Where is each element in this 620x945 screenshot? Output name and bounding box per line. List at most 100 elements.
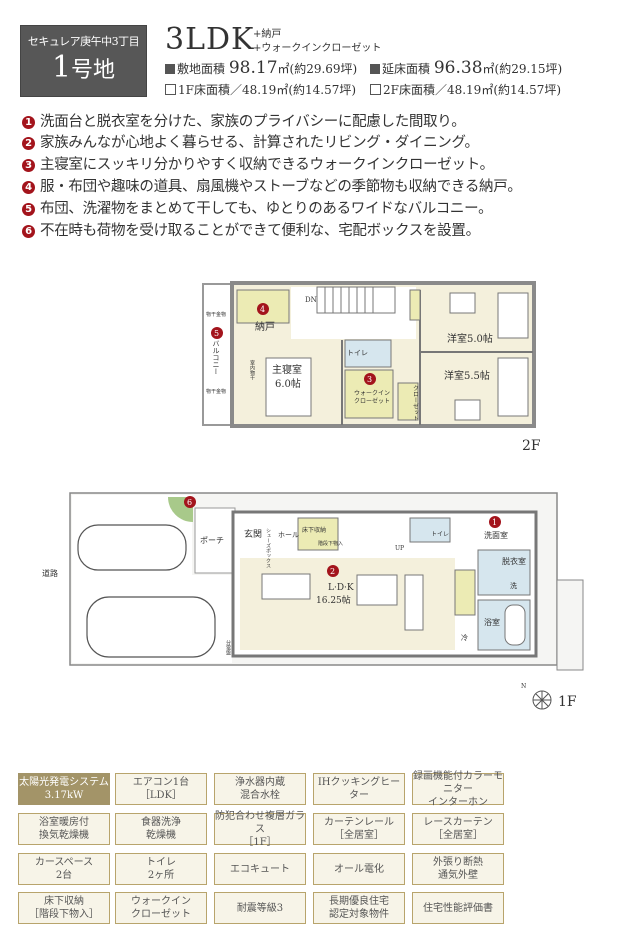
lot-number: 1号地 — [21, 49, 146, 90]
equipment-label: 住宅性能評価書 — [423, 902, 493, 914]
desk-2 — [454, 399, 481, 421]
svg-text:3: 3 — [367, 375, 372, 384]
svg-text:DN: DN — [305, 296, 317, 304]
equipment-label: 床下収納 — [44, 896, 84, 907]
equipment-label: トイレ — [146, 857, 176, 868]
equipment-label: 2台 — [55, 870, 73, 881]
sofa — [261, 573, 311, 600]
marker-3: 3 — [364, 373, 376, 385]
svg-text:4: 4 — [260, 305, 265, 314]
equipment-label: 録画機能付カラーモニター — [413, 770, 503, 795]
porch — [194, 507, 236, 574]
toilet-1f — [409, 517, 451, 543]
feature-number: 2 — [22, 137, 35, 150]
svg-text:トイレ: トイレ — [347, 349, 368, 357]
understairs-storage — [297, 517, 339, 551]
svg-text:クローゼット: クローゼット — [354, 397, 390, 405]
site-area: 敷地面積 98.17㎡(約29.69坪) — [165, 58, 357, 78]
svg-text:主寝室: 主寝室 — [272, 363, 302, 376]
feature-item: 2 家族みんなが心地よく暮らせる、計算されたリビング・ダイニング。 — [22, 131, 479, 152]
feature-text: 家族みんなが心地よく暮らせる、計算されたリビング・ダイニング。 — [40, 135, 479, 151]
toilet-2f — [344, 339, 392, 368]
equipment-label: ［LDK］ — [139, 790, 183, 801]
equipment-item: エコキュート — [214, 853, 306, 885]
equipment-label: 乾燥機 — [146, 830, 176, 841]
floor-label-2f: 2F — [522, 438, 541, 454]
bathtub — [504, 604, 526, 646]
marker-1: 1 — [489, 516, 501, 528]
equipment-label: カーテンレール — [324, 817, 394, 828]
svg-text:洋室5.5帖: 洋室5.5帖 — [444, 369, 490, 382]
equipment-label: オール電化 — [334, 863, 384, 875]
equipment-label: 防犯合わせ複層ガラス — [215, 810, 305, 835]
lot-suffix: 号地 — [71, 58, 116, 83]
lot-number-value: 1 — [51, 50, 72, 85]
svg-text:1: 1 — [492, 518, 497, 527]
svg-text:6.0帖: 6.0帖 — [275, 377, 301, 390]
equipment-label: IHクッキングヒーター — [317, 777, 401, 801]
feature-number: 4 — [22, 181, 35, 194]
equipment-item: 床下収納［階段下物入］ — [18, 892, 110, 924]
equipment-label: 浴室暖房付 — [39, 817, 89, 828]
feature-text: 洗面台と脱衣室を分けた、家族のプライバシーに配慮した間取り。 — [40, 114, 466, 130]
svg-text:冷: 冷 — [461, 633, 468, 642]
svg-text:N: N — [521, 683, 526, 690]
floor1-area: 1F床面積／48.19㎡(約14.57坪) — [165, 81, 356, 98]
equipment-item: オール電化 — [313, 853, 405, 885]
closet — [397, 382, 419, 421]
equipment-item: ウォークインクローゼット — [115, 892, 207, 924]
svg-text:トイレ: トイレ — [431, 531, 449, 538]
equipment-label: 太陽光発電システム — [19, 777, 109, 788]
feature-text: 不在時も荷物を受け取ることができて便利な、宅配ボックスを設置。 — [40, 223, 480, 239]
svg-text:物干金物: 物干金物 — [206, 311, 226, 318]
equipment-label: 浄水器内蔵 — [235, 777, 285, 788]
equipment-item: カーテンレール ［全居室］ — [313, 813, 405, 845]
equipment-label: 耐震等級3 — [236, 902, 284, 914]
svg-text:ウォークイン: ウォークイン — [354, 389, 390, 397]
equipment-item: 浴室暖房付換気乾燥機 — [18, 813, 110, 845]
svg-text:室内物干: 室内物干 — [249, 359, 255, 381]
plan-2f: 納戸 DN 洋室5.0帖 洋室5.5帖 主寝室 6.0帖 トイレ ウォークイン … — [202, 281, 541, 454]
equipment-item: 耐震等級3 — [214, 892, 306, 924]
svg-text:バルコニー: バルコニー — [212, 340, 220, 375]
feature-number: 5 — [22, 203, 35, 216]
svg-text:UP: UP — [395, 545, 404, 552]
equipment-label: ［1F］ — [243, 836, 277, 848]
svg-text:浴室: 浴室 — [484, 617, 500, 627]
svg-text:物干金物: 物干金物 — [206, 388, 226, 395]
layout-extras: +納戸 +ウォークインクローゼット — [253, 28, 381, 56]
equipment-label: 長期優良住宅 — [329, 896, 389, 907]
lot-badge: セキュレア庚午中3丁目 1号地 — [20, 25, 147, 97]
svg-text:分電盤: 分電盤 — [225, 639, 231, 655]
dining-table — [356, 574, 398, 606]
kitchen — [404, 574, 424, 631]
bed-1 — [497, 292, 529, 339]
feature-item: 3 主寝室にスッキリ分かりやすく収納できるウォークインクローゼット。 — [22, 153, 494, 174]
equipment-item: 長期優良住宅認定対象物件 — [313, 892, 405, 924]
svg-text:シューズボックス: シューズボックス — [265, 528, 271, 568]
equipment-label: インターホン — [428, 796, 488, 808]
equipment-label: ［全居室］ — [334, 830, 384, 841]
floor2-area: 2F床面積／48.19㎡(約14.57坪) — [370, 81, 561, 98]
equipment-label: レースカーテン — [423, 817, 493, 828]
svg-text:ポーチ: ポーチ — [200, 536, 224, 545]
svg-text:16.25帖: 16.25帖 — [316, 594, 351, 606]
svg-text:6: 6 — [187, 498, 192, 507]
svg-text:洋室5.0帖: 洋室5.0帖 — [447, 332, 493, 345]
equipment-label: 3.17kW — [44, 790, 84, 801]
feature-text: 主寝室にスッキリ分かりやすく収納できるウォークインクローゼット。 — [40, 157, 494, 173]
stairs — [316, 286, 396, 314]
extra-wic: +ウォークインクローゼット — [253, 43, 382, 54]
feature-number: 3 — [22, 159, 35, 172]
equipment-item: 食器洗浄乾燥機 — [115, 813, 207, 845]
equipment-item: 住宅性能評価書 — [412, 892, 504, 924]
total-floor-area: 延床面積 96.38㎡(約29.15坪) — [370, 58, 562, 78]
equipment-label: 換気乾燥機 — [39, 830, 89, 841]
floor-label-1f: 1F — [558, 694, 577, 710]
layout-type: 3LDK — [165, 22, 255, 57]
